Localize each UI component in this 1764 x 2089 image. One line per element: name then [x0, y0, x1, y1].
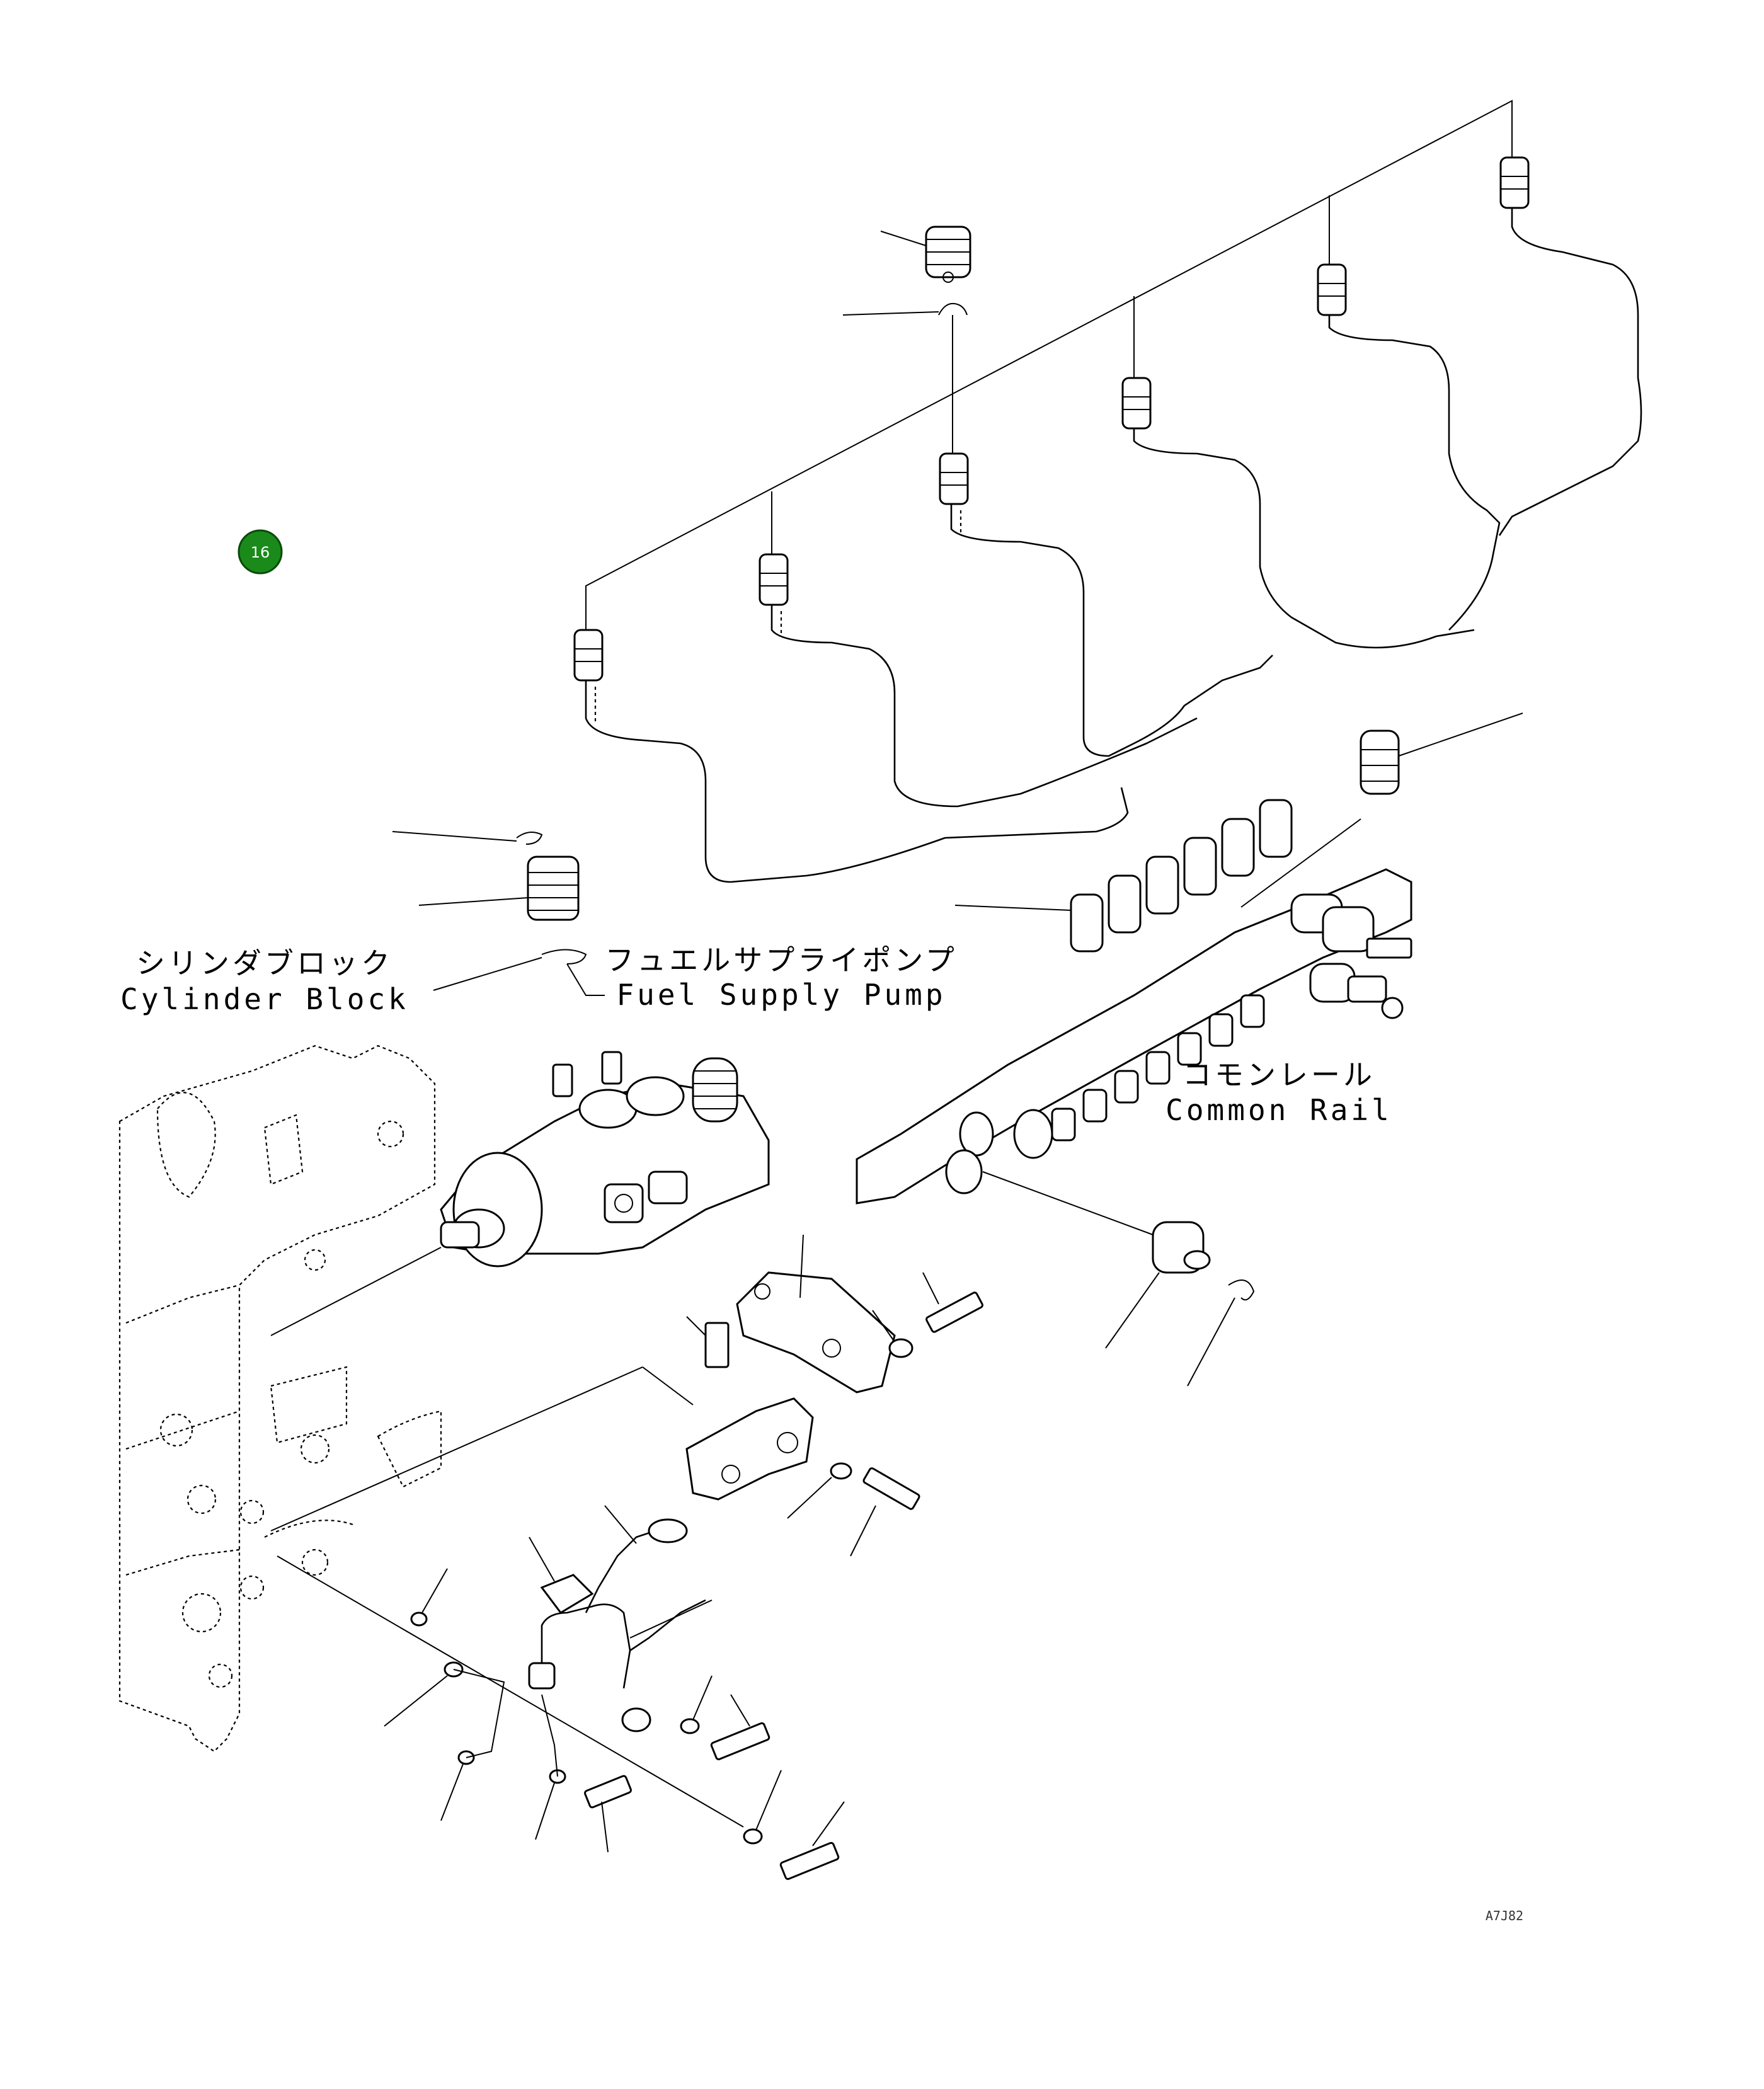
callout-number: 16	[251, 544, 270, 561]
cylinder-block	[118, 1044, 442, 1753]
common-rail-jp: コモンレール	[1183, 1058, 1375, 1092]
injection-pipes	[585, 208, 1642, 883]
pump-bracket-upper	[736, 1234, 896, 1394]
common-rail-label: コモンレール Common Rail	[1166, 1058, 1392, 1127]
rail-caps	[954, 799, 1293, 953]
common-rail	[856, 818, 1412, 1205]
lower-washers	[277, 1555, 782, 1845]
bolt-c	[850, 1467, 920, 1557]
protector-cap-top	[880, 226, 971, 283]
washer-b	[787, 1462, 852, 1519]
common-rail-en: Common Rail	[1166, 1093, 1392, 1127]
rail-end-cap	[982, 1171, 1211, 1349]
rail-cap-single	[1360, 713, 1523, 795]
cylinder-block-jp: シリンダブロック	[136, 946, 393, 980]
cylinder-block-en: Cylinder Block	[120, 982, 409, 1016]
lower-bolts	[584, 1694, 845, 1880]
cylinder-block-label: シリンダブロック Cylinder Block	[120, 946, 409, 1016]
protector-cap-left	[418, 856, 580, 921]
drawing-code: A7J82	[1486, 1908, 1523, 1923]
bolt-b	[686, 1316, 730, 1368]
callout-badge[interactable]: 16	[238, 529, 283, 575]
fuel-tube	[528, 1505, 713, 1732]
tube-clamp	[529, 1537, 594, 1614]
fuel-supply-pump	[270, 1051, 770, 1336]
clip-top	[842, 302, 968, 454]
washer-a	[872, 1310, 914, 1358]
fuel-pump-en: Fuel Supply Pump	[616, 978, 946, 1012]
fuel-pump-jp: フュエルサプライポンプ	[605, 943, 958, 977]
pipe-set-leader	[585, 100, 1513, 630]
pipe-nut-fittings	[573, 156, 1530, 682]
clip-right	[1187, 1279, 1255, 1387]
bolt-a	[922, 1272, 983, 1333]
fuel-pump-label: フュエルサプライポンプ Fuel Supply Pump	[605, 943, 958, 1012]
clip-left-upper	[392, 831, 543, 845]
clip-left-lower	[433, 949, 605, 996]
pump-bracket-lower	[270, 1366, 814, 1531]
